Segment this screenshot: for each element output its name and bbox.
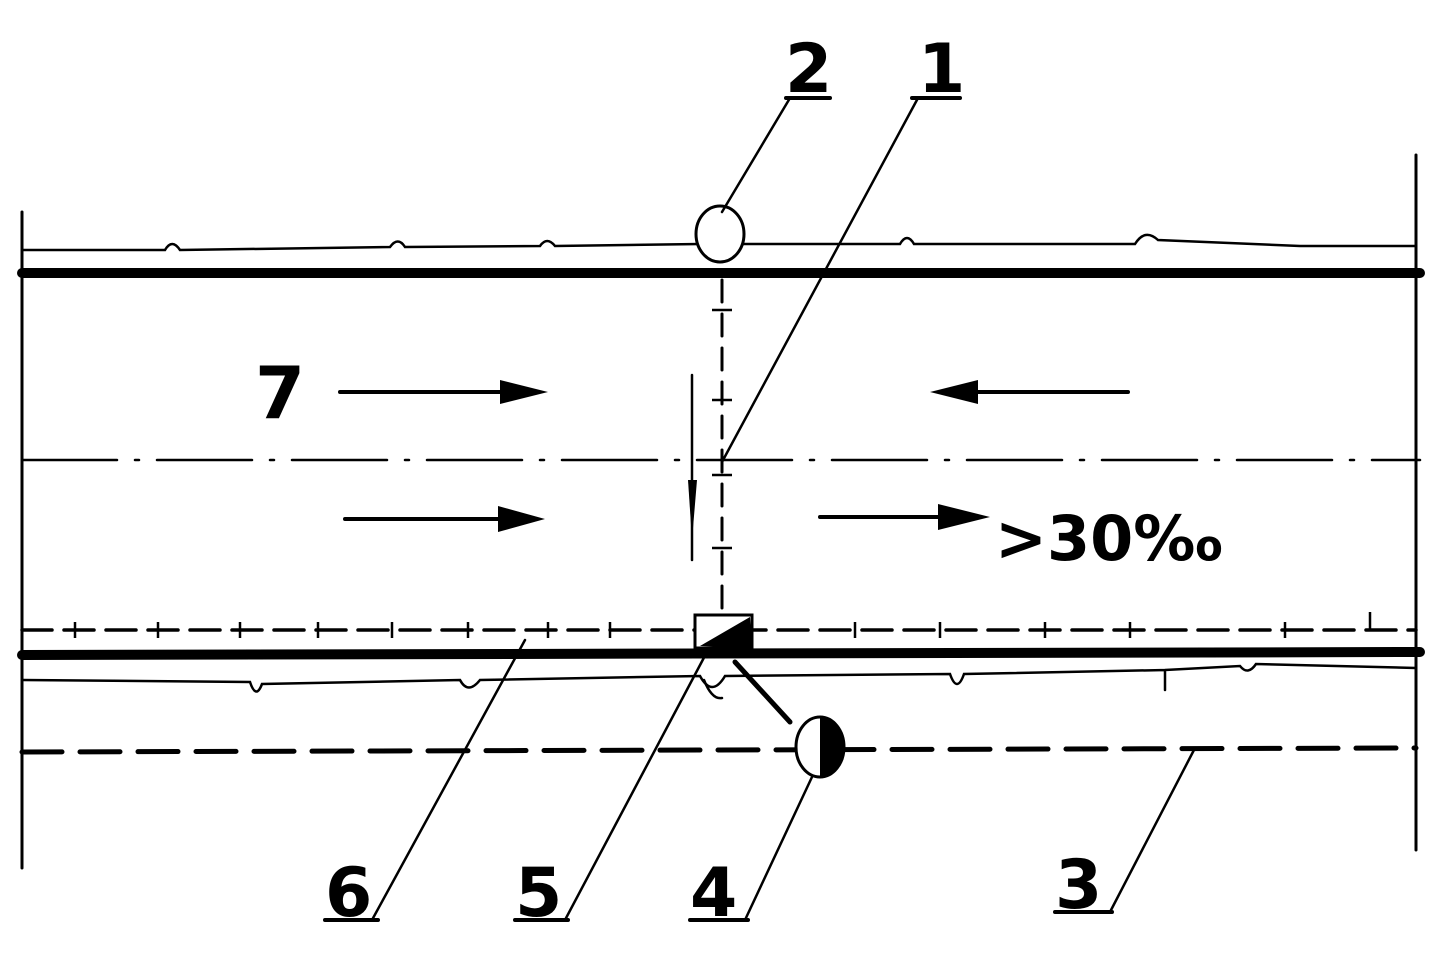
lower-dashed-line bbox=[19, 745, 1419, 755]
label-1: 1 bbox=[918, 30, 965, 109]
label-2: 2 bbox=[785, 30, 832, 109]
square-to-4-connector bbox=[732, 659, 793, 725]
gradient-label: >30‰ bbox=[995, 502, 1223, 575]
label-5: 5 bbox=[515, 854, 562, 933]
section-arrow-head bbox=[688, 480, 697, 540]
leader-line-3 bbox=[1108, 746, 1197, 914]
label-6: 6 bbox=[325, 854, 372, 933]
traffic-arrow-lower-left bbox=[343, 506, 545, 532]
leader-line-1 bbox=[720, 96, 920, 464]
traffic-arrow-upper-right bbox=[930, 380, 1130, 404]
culvert-arc bbox=[702, 678, 724, 700]
top-terrain-line bbox=[20, 233, 1418, 252]
label-7: 7 bbox=[255, 351, 305, 435]
leader-line-2 bbox=[720, 96, 792, 214]
leader-line-4 bbox=[743, 775, 814, 922]
point-4-fill bbox=[820, 717, 844, 777]
boundary-ticks bbox=[73, 612, 1372, 638]
traffic-arrow-lower-right bbox=[818, 504, 990, 530]
traffic-arrow-upper-left bbox=[338, 380, 548, 404]
bottom-terrain-line bbox=[20, 662, 1418, 693]
crossing-axis-ticks bbox=[712, 308, 732, 550]
point-2-symbol bbox=[694, 204, 746, 264]
leader-line-6 bbox=[370, 638, 527, 922]
label-4: 4 bbox=[690, 854, 737, 933]
bottom-road-edge bbox=[17, 647, 1425, 660]
point-5-triangle bbox=[700, 617, 752, 648]
label-3: 3 bbox=[1055, 846, 1102, 925]
leader-line-5 bbox=[563, 648, 710, 922]
